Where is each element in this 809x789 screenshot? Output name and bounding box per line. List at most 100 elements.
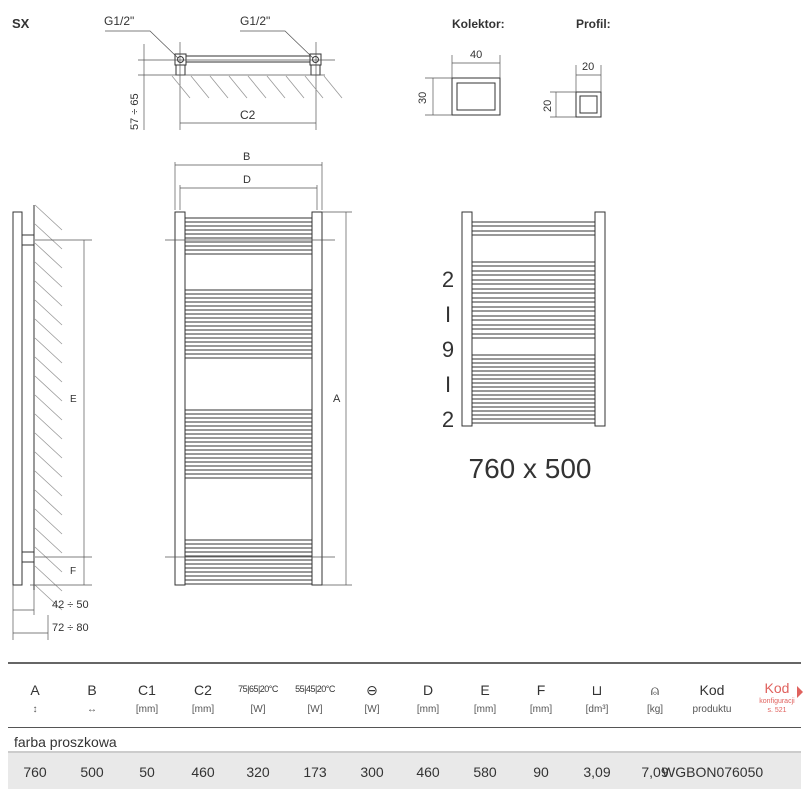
- config-note: konfiguracji: [759, 698, 795, 705]
- column-unit: ↕: [32, 704, 38, 715]
- drawing-line: [190, 75, 210, 99]
- column-header: 55|45|20°C: [295, 684, 335, 694]
- table-cell: 90: [533, 764, 549, 780]
- column-unit: [kg]: [646, 704, 664, 715]
- column-header: E: [480, 682, 490, 698]
- table-cell: 460: [416, 764, 440, 780]
- column-header: A: [30, 682, 40, 698]
- rung: [184, 465, 313, 471]
- rung: [184, 441, 313, 447]
- rung: [184, 409, 313, 415]
- drawing-line: [34, 318, 63, 345]
- drawing-line: [34, 375, 63, 402]
- rung: [471, 402, 596, 408]
- column-unit: [mm]: [529, 704, 553, 715]
- drawing-line: [34, 432, 63, 459]
- rung: [184, 563, 313, 569]
- column-unit: [mm]: [473, 704, 497, 715]
- column-header: ⍝: [650, 682, 660, 698]
- rung: [184, 457, 313, 463]
- rung: [471, 297, 596, 303]
- column-unit: [dm³]: [585, 704, 609, 715]
- config-page: s. 521: [767, 707, 787, 714]
- technical-drawing: SX G1/2" G1/2" 57 ÷ 65 C2 Kolektor: 40 3…: [12, 14, 611, 640]
- rung: [184, 321, 313, 327]
- c2-label: C2: [240, 108, 256, 122]
- table-cell: 500: [80, 764, 104, 780]
- profil-height: 20: [542, 100, 554, 112]
- table-cell: 760: [23, 764, 47, 780]
- drawing-line: [171, 75, 191, 99]
- column-header: C1: [138, 682, 156, 698]
- layout-group-2: 9: [442, 337, 454, 362]
- layout-sep-2: I: [445, 372, 451, 397]
- kolektor-height: 30: [417, 92, 429, 104]
- rung: [184, 345, 313, 351]
- thread-right-label: G1/2": [240, 14, 270, 28]
- table-cell: 173: [303, 764, 327, 780]
- rung: [471, 362, 596, 368]
- rung: [184, 313, 313, 319]
- rung: [184, 297, 313, 303]
- drawing-line: [34, 337, 63, 364]
- rung: [471, 230, 596, 236]
- drawing-line: [209, 75, 229, 99]
- column-unit: [mm]: [135, 704, 159, 715]
- drawing-line: [34, 451, 63, 478]
- column-header: C2: [194, 682, 212, 698]
- column-unit: [mm]: [416, 704, 440, 715]
- rung: [471, 315, 596, 321]
- column-unit: [W]: [250, 704, 266, 715]
- wall-offset-label: 57 ÷ 65: [129, 93, 141, 130]
- dim-a-label: A: [333, 393, 341, 405]
- rung: [184, 225, 313, 231]
- column-unit: produktu: [692, 704, 732, 715]
- column-header: D: [422, 682, 434, 698]
- config-code-link[interactable]: Kod: [764, 680, 790, 696]
- column-header: ⊖: [366, 682, 378, 698]
- column-unit: [W]: [364, 704, 380, 715]
- drawing-line: [34, 242, 63, 269]
- dim-b-label: B: [243, 151, 250, 163]
- rung: [471, 378, 596, 384]
- rung: [471, 306, 596, 312]
- kolektor-title: Kolektor:: [452, 17, 505, 31]
- profil-width: 20: [582, 61, 594, 73]
- rung: [184, 417, 313, 423]
- side-view: E F 42 ÷ 50 72 ÷ 80: [12, 204, 92, 640]
- rung: [184, 579, 313, 585]
- drawing-line: [247, 75, 267, 99]
- section-label: farba proszkowa: [14, 734, 117, 750]
- rung: [471, 354, 596, 360]
- rung: [184, 289, 313, 295]
- kolektor-profile: Kolektor: 40 30 Profil: 20 20: [417, 17, 611, 118]
- drawing-line: [34, 546, 63, 573]
- drawing-line: [34, 280, 63, 307]
- drawing-line: [34, 565, 63, 592]
- rung: [184, 433, 313, 439]
- drawing-line: [304, 75, 324, 99]
- column-header: Kod: [699, 682, 725, 698]
- column-header: 75|65|20°C: [238, 684, 278, 694]
- drawing-line: [34, 261, 63, 288]
- column-header: F: [536, 682, 546, 698]
- rung: [471, 288, 596, 294]
- dim-d-label: D: [243, 174, 251, 186]
- table-cell: 7,09: [641, 764, 669, 780]
- layout-group-3: 2: [442, 407, 454, 432]
- rung: [184, 249, 313, 255]
- drawing-line: [323, 75, 343, 99]
- dim-f-label: F: [70, 566, 76, 577]
- rung: [184, 353, 313, 359]
- rung: [471, 221, 596, 227]
- spec-table: farba proszkowa A↕B↔C1[mm]C2[mm]75|65|20…: [0, 660, 809, 789]
- rung: [184, 217, 313, 223]
- rung: [471, 261, 596, 267]
- drawing-line: [285, 75, 305, 99]
- arrow-right-icon[interactable]: [797, 686, 803, 698]
- profil-title: Profil:: [576, 17, 611, 31]
- thread-left-label: G1/2": [104, 14, 134, 28]
- table-cell: 300: [360, 764, 384, 780]
- table-cell: 3,09: [583, 764, 611, 780]
